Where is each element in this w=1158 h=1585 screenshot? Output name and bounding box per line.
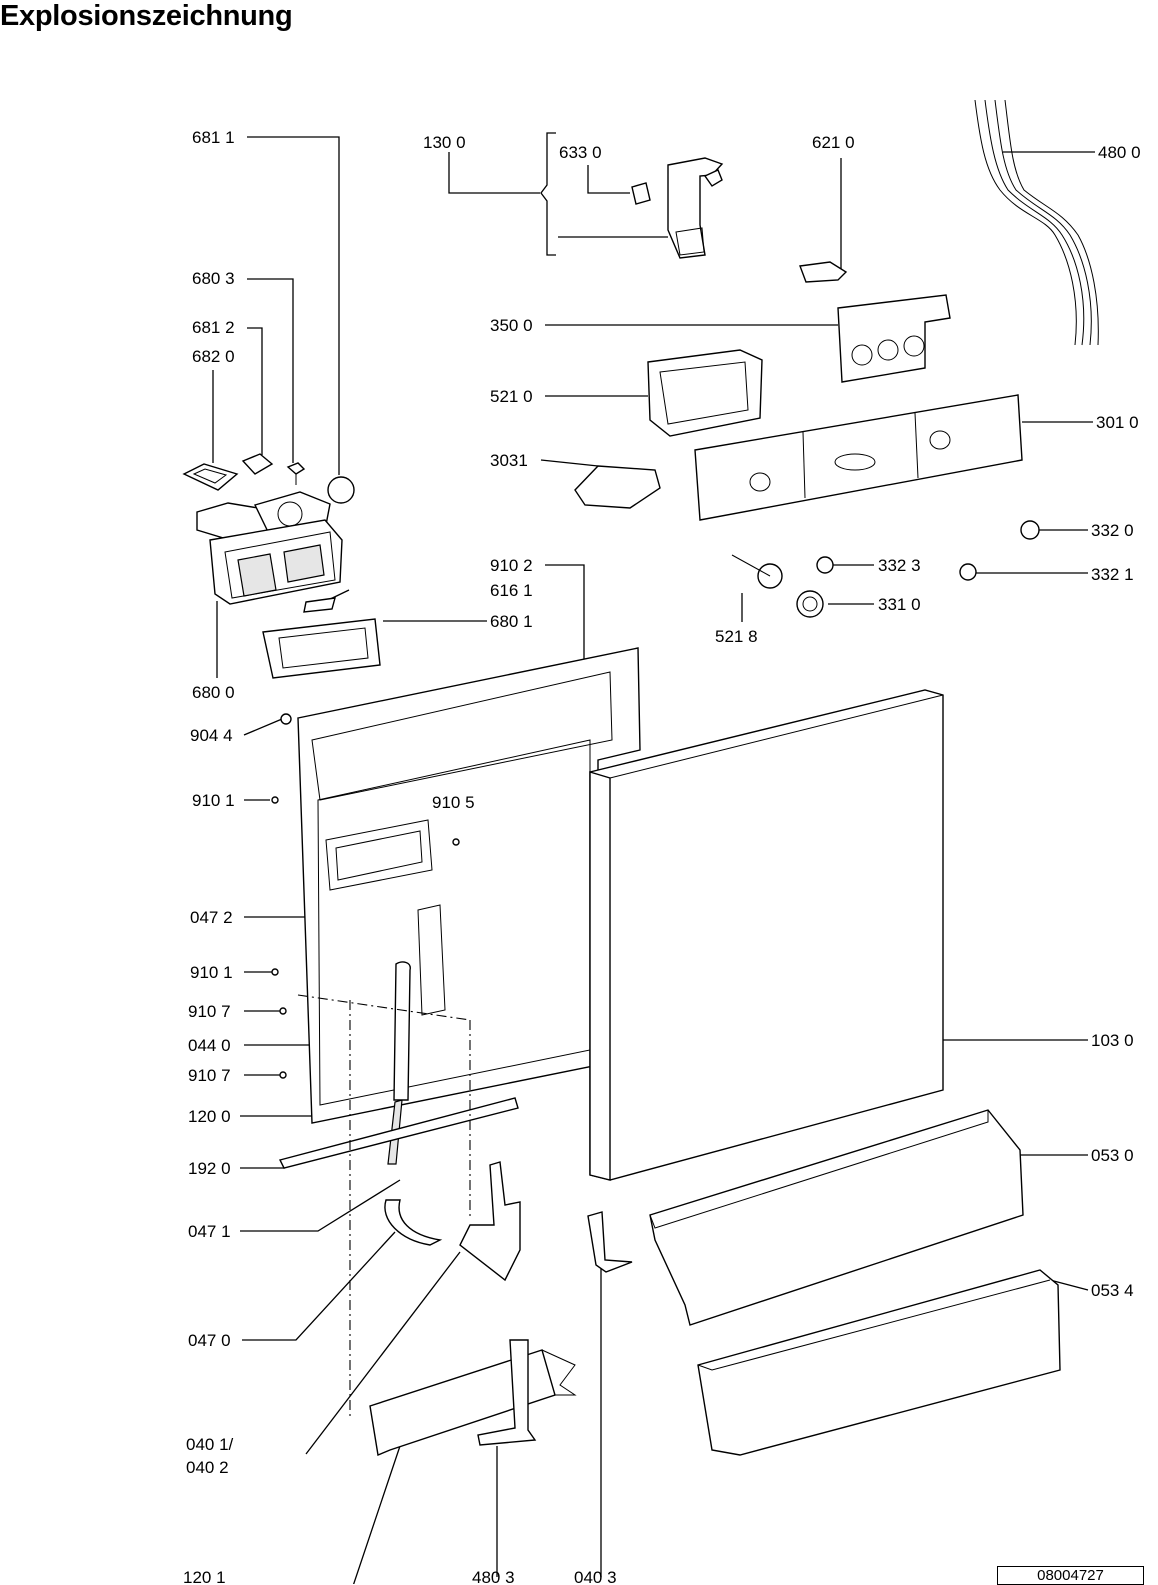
dispenser-assembly	[182, 453, 381, 679]
label-303-1: 3031	[490, 451, 528, 470]
label-521-8: 521 8	[715, 627, 758, 646]
label-301-0: 301 0	[1096, 413, 1139, 432]
label-053-4: 053 4	[1091, 1281, 1134, 1300]
knobs	[731, 520, 1040, 618]
label-910-5: 910 5	[432, 793, 475, 812]
label-910-1-top: 910 1	[192, 791, 235, 810]
label-480-0: 480 0	[1098, 143, 1141, 162]
label-910-7-bottom: 910 7	[188, 1066, 231, 1085]
label-910-2: 910 2	[490, 556, 533, 575]
hinge-parts	[384, 1161, 633, 1282]
label-332-3: 332 3	[878, 556, 921, 575]
label-621-0: 621 0	[812, 133, 855, 152]
label-910-7-top: 910 7	[188, 1002, 231, 1021]
label-040-2: 040 2	[186, 1458, 229, 1477]
outer-door-panel	[589, 689, 944, 1181]
label-053-0: 053 0	[1091, 1146, 1134, 1165]
electronic-module	[647, 349, 763, 437]
wiring-harness	[974, 99, 1099, 346]
door-handle-part	[574, 465, 661, 509]
label-680-1: 680 1	[490, 612, 533, 631]
kick-plates	[649, 1109, 1061, 1456]
label-633-0: 633 0	[559, 143, 602, 162]
label-192-0: 192 0	[188, 1159, 231, 1178]
actuator-assembly	[631, 157, 724, 259]
alignment-lines	[297, 994, 471, 1420]
sensor-part	[799, 261, 848, 283]
label-682-0: 682 0	[192, 347, 235, 366]
label-130-0: 130 0	[423, 133, 466, 152]
label-040-3: 040 3	[574, 1568, 617, 1584]
label-047-0: 047 0	[188, 1331, 231, 1350]
control-board	[837, 294, 951, 383]
bottom-parts	[369, 1339, 577, 1456]
page-title: Explosionszeichnung	[0, 0, 293, 32]
label-103-0: 103 0	[1091, 1031, 1134, 1050]
label-904-4: 904 4	[190, 726, 233, 745]
document-number: 08004727	[997, 1566, 1144, 1585]
label-120-1: 120 1	[183, 1568, 226, 1584]
label-040-1: 040 1/	[186, 1435, 234, 1454]
label-680-0: 680 0	[192, 683, 235, 702]
control-panel	[694, 394, 1023, 521]
label-480-3: 480 3	[472, 1568, 515, 1584]
leader-lines	[212, 132, 1095, 1584]
rail-part	[278, 1097, 519, 1169]
label-332-1: 332 1	[1091, 565, 1134, 584]
label-681-1: 681 1	[192, 128, 235, 147]
label-044-0: 044 0	[188, 1036, 231, 1055]
label-350-0: 350 0	[490, 316, 533, 335]
label-616-1: 616 1	[490, 581, 533, 600]
label-521-0: 521 0	[490, 387, 533, 406]
label-332-0: 332 0	[1091, 521, 1134, 540]
label-910-1-bottom: 910 1	[190, 963, 233, 982]
label-681-2: 681 2	[192, 318, 235, 337]
label-331-0: 331 0	[878, 595, 921, 614]
label-120-0: 120 0	[188, 1107, 231, 1126]
label-680-3: 680 3	[192, 269, 235, 288]
callout-labels: 681 1 130 0 633 0 621 0 480 0 680 3 681 …	[183, 128, 1141, 1584]
inner-door-panel	[271, 647, 641, 1165]
label-047-2: 047 2	[190, 908, 233, 927]
label-047-1: 047 1	[188, 1222, 231, 1241]
